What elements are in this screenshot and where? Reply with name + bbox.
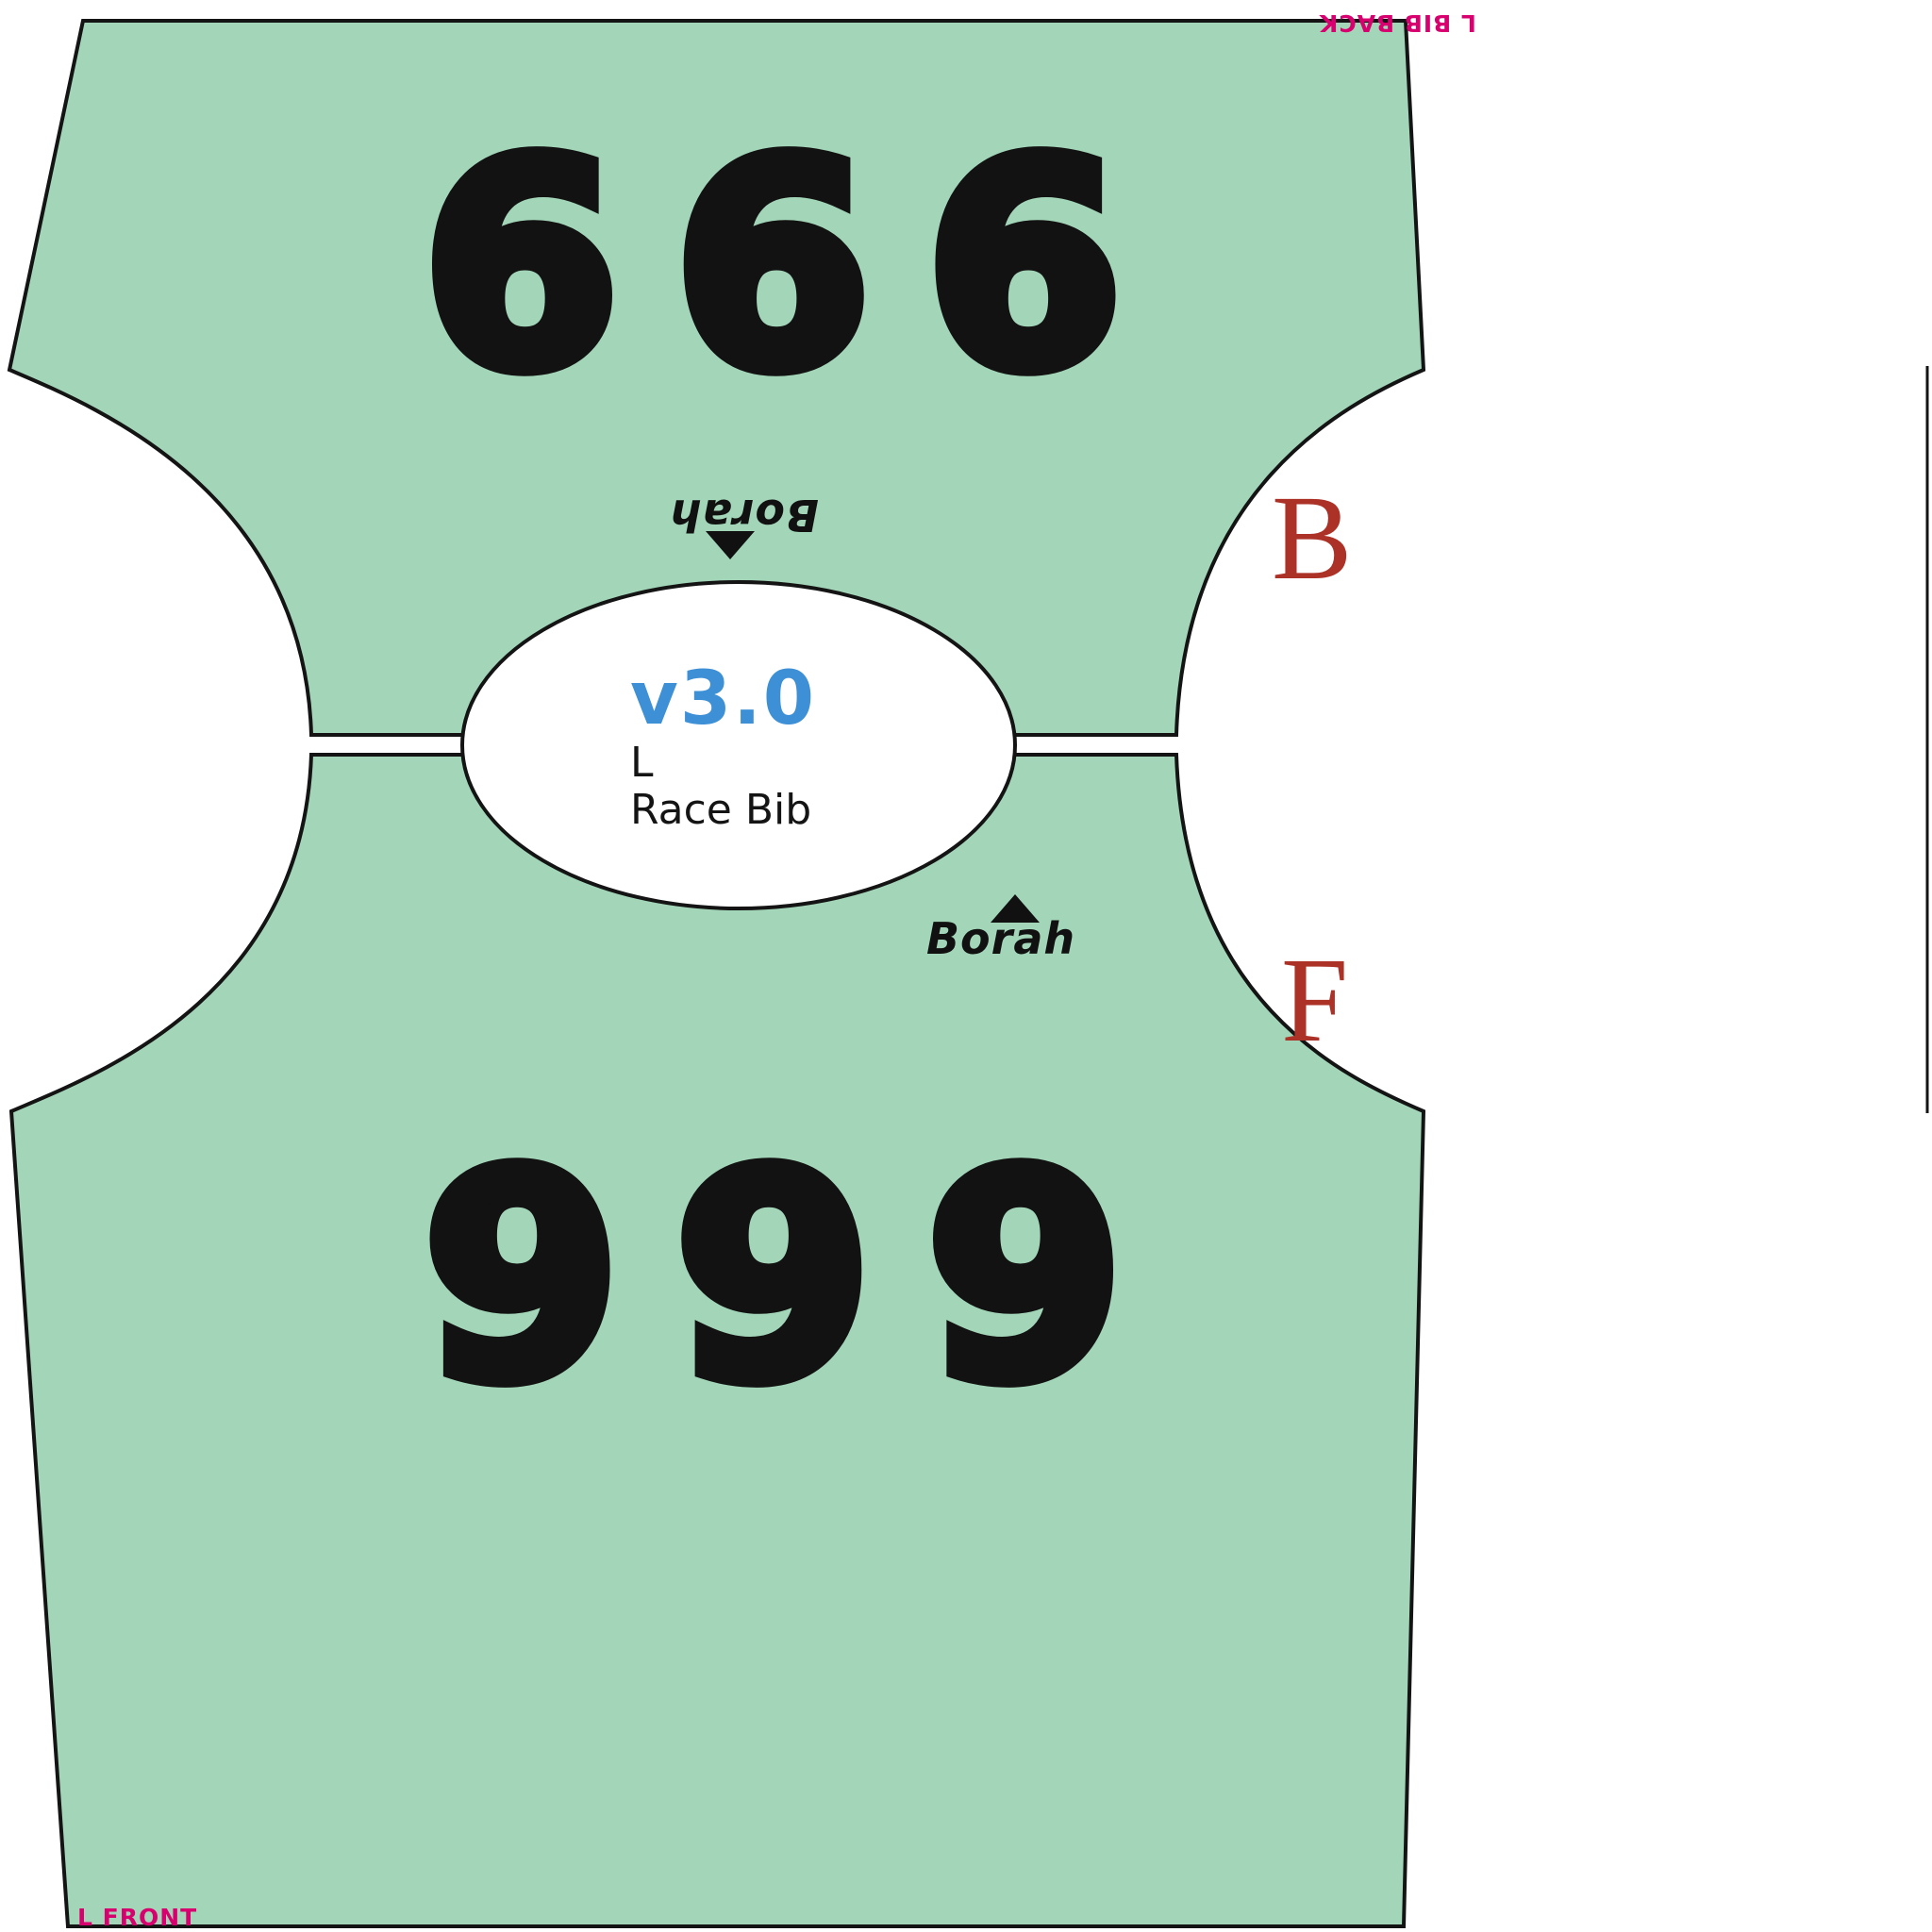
version-label-block: v3.0 L Race Bib [630,660,816,834]
front-race-number: 666 [359,1095,1130,1441]
product-text: Race Bib [630,786,812,834]
back-plot-label: L BIB BACK [1319,9,1476,37]
front-plot-label: L FRONT [77,1904,198,1931]
label-ellipse [460,580,1017,910]
back-race-number: 666 [414,102,1178,431]
borah-logo-front: Borah [926,894,1077,964]
size-text: L [630,739,654,787]
front-marker-letter: F [1281,933,1349,1067]
bib-front-piece [8,753,1426,1928]
version-text: v3.0 [630,657,817,741]
borah-mountain-icon [991,894,1040,923]
borah-logo-back: Borah [668,490,819,559]
borah-logo-text: Borah [669,490,819,541]
back-marker-letter: B [1272,471,1353,605]
borah-logo-text: Borah [926,913,1076,964]
